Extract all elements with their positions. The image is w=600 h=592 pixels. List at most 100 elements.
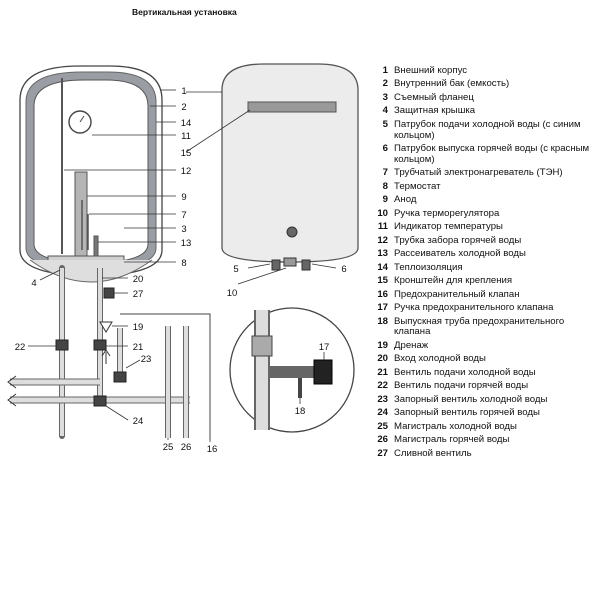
- callout-20: 20: [133, 274, 144, 285]
- legend-number: 26: [377, 434, 388, 446]
- legend-text: Патрубок подачи холодной воды (с синим к…: [394, 118, 581, 141]
- legend-number: 11: [377, 221, 388, 233]
- legend-number: 8: [382, 180, 388, 192]
- callout-8: 8: [181, 258, 186, 269]
- legend-item: 25 Магистраль холодной воды: [372, 420, 598, 433]
- callout-3: 3: [181, 224, 186, 235]
- thermostat-knob-icon: [286, 226, 298, 238]
- legend-number: 25: [377, 420, 388, 432]
- legend-text: Индикатор температуры: [394, 221, 503, 233]
- regulator-handle: [283, 257, 297, 267]
- legend-text: Ручка терморегулятора: [394, 207, 500, 219]
- callout-25: 25: [163, 442, 174, 453]
- legend-number: 21: [377, 366, 388, 378]
- callout-21: 21: [133, 342, 144, 353]
- legend-item: 7 Трубчатый электронагреватель (ТЭН): [372, 168, 598, 179]
- legend-text: Магистраль холодной воды: [394, 420, 517, 432]
- legend-text: Теплоизоляция: [394, 261, 463, 273]
- heater-front-view: [221, 63, 359, 263]
- legend-number: 5: [382, 118, 388, 130]
- anode-rod: [74, 171, 88, 257]
- callout-27: 27: [133, 289, 144, 300]
- callout-22: 22: [15, 342, 26, 353]
- callout-24: 24: [133, 416, 144, 427]
- legend-number: 17: [377, 302, 388, 314]
- inner-tank: [33, 79, 149, 264]
- legend-item: 24 Запорный вентиль горячей воды: [372, 408, 598, 419]
- callout-19: 19: [133, 322, 144, 333]
- legend-number: 7: [382, 167, 388, 179]
- legend-item: 17 Ручка предохранительного клапана: [372, 302, 598, 314]
- legend-number: 15: [377, 275, 388, 287]
- legend-number: 4: [382, 105, 388, 117]
- cold-water-valve-icon: [93, 339, 107, 351]
- callout-5: 5: [233, 264, 238, 275]
- legend-text: Запорный вентиль холодной воды: [394, 393, 548, 405]
- legend-item: 11 Индикатор температуры: [372, 222, 598, 233]
- page-title: Вертикальная установка: [132, 7, 237, 17]
- legend-item: 2 Внутренний бак (емкость): [372, 79, 598, 90]
- hot-water-valve-icon: [55, 339, 69, 351]
- cold-shutoff-valve-icon: [113, 371, 127, 383]
- legend-text: Рассеиватель холодной воды: [394, 248, 526, 260]
- legend-item: 14 Теплоизоляция: [372, 261, 598, 274]
- flow-arrow-icon: [7, 375, 17, 389]
- legend-item: 26 Магистраль горячей воды: [372, 435, 598, 446]
- legend-number: 20: [377, 353, 388, 365]
- legend-text: Вентиль подачи горячей воды: [394, 380, 529, 392]
- legend-item: 4 Защитная крышка: [372, 106, 598, 117]
- legend-item: 20 Вход холодной воды: [372, 354, 598, 365]
- callout-26: 26: [181, 442, 192, 453]
- legend-number: 24: [377, 407, 388, 419]
- legend-text: Предохранительный клапан: [394, 288, 520, 300]
- legend-text: Защитная крышка: [394, 105, 476, 117]
- installation-diagram: 1 2 14 11 15 12 9 7 3 13 8 4 20 27 19 22…: [7, 63, 359, 455]
- callout-12: 12: [181, 166, 192, 177]
- callout-17: 17: [319, 342, 330, 353]
- legend-text: Сливной вентиль: [394, 447, 472, 459]
- callout-11: 11: [181, 131, 191, 142]
- legend-number: 22: [377, 380, 388, 392]
- legend-number: 6: [382, 143, 388, 155]
- callout-15: 15: [181, 148, 192, 159]
- legend-text: Ручка предохранительного клапана: [394, 302, 554, 314]
- drain-valve-icon: [103, 287, 115, 299]
- legend-text: Кронштейн для крепления: [394, 275, 513, 287]
- mounting-bracket: [247, 101, 337, 113]
- hot-outlet-nozzle: [301, 259, 311, 271]
- callout-23: 23: [141, 354, 152, 365]
- heating-element: [81, 200, 89, 250]
- cold-inlet-nozzle: [271, 259, 281, 271]
- legend-text: Трубчатый электронагреватель (ТЭН): [394, 167, 563, 179]
- legend-text: Запорный вентиль горячей воды: [394, 407, 540, 419]
- legend-text: Магистраль горячей воды: [394, 434, 510, 446]
- legend-number: 13: [377, 248, 388, 260]
- legend-item: 15 Кронштейн для крепления: [372, 276, 598, 287]
- legend-number: 12: [377, 234, 388, 246]
- legend-item: 5 Патрубок подачи холодной воды (с синим …: [372, 118, 598, 141]
- callout-4: 4: [31, 278, 36, 289]
- legend-number: 14: [377, 261, 388, 273]
- callout-13: 13: [181, 238, 192, 249]
- legend-text: Трубка забора горячей воды: [394, 234, 522, 246]
- callout-14: 14: [181, 118, 192, 129]
- heater-outer-casing: [19, 65, 163, 277]
- legend-number: 2: [382, 78, 388, 90]
- legend-text: Внутренний бак (емкость): [394, 78, 510, 90]
- callout-1: 1: [181, 86, 186, 97]
- callout-9: 9: [181, 192, 186, 203]
- legend-text: Вход холодной воды: [394, 353, 486, 365]
- legend-item: 13 Рассеиватель холодной воды: [372, 249, 598, 260]
- legend-text: Внешний корпус: [394, 65, 468, 76]
- legend-text: Съемный фланец: [394, 91, 474, 103]
- legend-number: 23: [377, 393, 388, 405]
